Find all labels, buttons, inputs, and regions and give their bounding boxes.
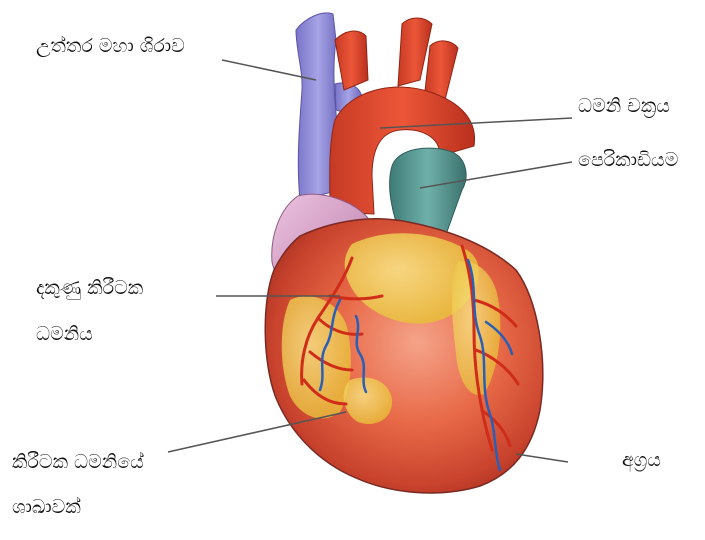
label-superior-vena-cava: උත්තර මහා ශිරාව [36,37,185,56]
label-coronary-branch-line2: ශාඛාවක් [12,498,81,517]
label-aortic-arch: ධමනි චක්‍රය [578,97,670,116]
label-right-coronary-artery-line1: දකුණු කිරීටක [36,279,143,298]
label-coronary-branch-line1: කිරීටක ධමනියේ [12,453,144,472]
leader-apex [516,454,568,462]
label-right-coronary-artery-line2: ධමනිය [36,325,93,344]
label-pericardium: පෙරිකාඩියම [578,151,678,170]
label-apex: අග්‍රය [622,451,661,470]
aorta-branch-1 [335,31,368,90]
